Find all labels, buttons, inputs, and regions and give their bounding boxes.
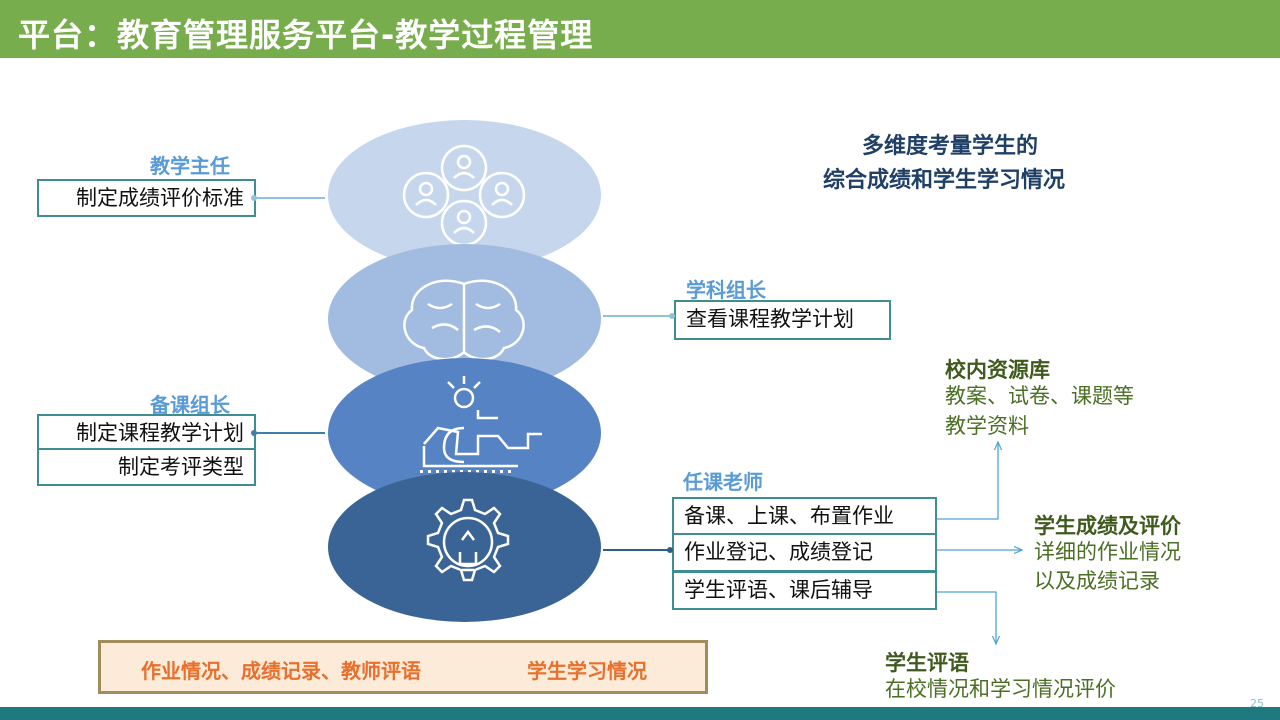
resources-line-2: 教学资料: [945, 414, 1029, 438]
prep-leader-task-box-1: 制定课程教学计划: [37, 414, 256, 452]
comments-line-1: 在校情况和学习情况评价: [885, 677, 1116, 701]
role-prep-leader-title: 备课组长: [150, 393, 230, 417]
grades-title: 学生成绩及评价: [1034, 514, 1181, 538]
resources-title: 校内资源库: [945, 358, 1050, 382]
footer-bar: [0, 707, 1280, 720]
prep-leader-task-box-2: 制定考评类型: [37, 448, 256, 486]
teacher-task-1: 备课、上课、布置作业: [684, 504, 894, 528]
page-title: 平台：教育管理服务平台-教学过程管理: [18, 16, 594, 54]
bottom-right-text: 学生学习情况: [527, 659, 647, 683]
role-subject-leader-title: 学科组长: [686, 278, 766, 302]
page-number: 25: [1250, 697, 1264, 710]
connector-dot: [667, 547, 673, 553]
teacher-task-box-1: 备课、上课、布置作业: [672, 497, 937, 536]
role-director-title: 教学主任: [150, 154, 230, 178]
comments-title: 学生评语: [885, 651, 969, 675]
director-task-1: 制定成绩评价标准: [76, 186, 244, 210]
people-icon: [402, 144, 526, 247]
prep-leader-task-1: 制定课程教学计划: [76, 421, 244, 445]
teacher-task-box-2: 作业登记、成绩登记: [672, 533, 937, 572]
bottom-summary-box: 作业情况、成绩记录、教师评语 学生学习情况: [98, 640, 708, 694]
connector-dot: [251, 430, 257, 436]
prep-leader-task-2: 制定考评类型: [118, 455, 244, 479]
layer-teacher: [328, 472, 601, 622]
summary-line-1: 多维度考量学生的: [862, 134, 1039, 159]
gear-lightbulb-icon: [426, 498, 510, 582]
title-bar: 平台：教育管理服务平台-教学过程管理: [0, 0, 1280, 58]
grades-line-2: 以及成绩记录: [1034, 569, 1160, 593]
layer-prep-leader: [328, 358, 601, 508]
brain-icon: [403, 279, 525, 361]
subject-leader-task-box: 查看课程教学计划: [674, 300, 891, 340]
teacher-task-2: 作业登记、成绩登记: [684, 540, 873, 564]
resources-line-1: 教案、试卷、课题等: [945, 384, 1134, 408]
subject-leader-task-1: 查看课程教学计划: [686, 307, 854, 331]
teacher-task-3: 学生评语、课后辅导: [684, 578, 873, 602]
role-teacher-title: 任课老师: [683, 470, 763, 494]
director-task-box: 制定成绩评价标准: [37, 179, 256, 217]
grades-line-1: 详细的作业情况: [1034, 540, 1181, 564]
summary-line-2: 综合成绩和学生学习情况: [823, 168, 1066, 193]
connector-dot: [669, 313, 675, 319]
connector-dot: [251, 195, 257, 201]
teacher-task-box-3: 学生评语、课后辅导: [672, 571, 937, 610]
bottom-left-text: 作业情况、成绩记录、教师评语: [141, 659, 421, 683]
